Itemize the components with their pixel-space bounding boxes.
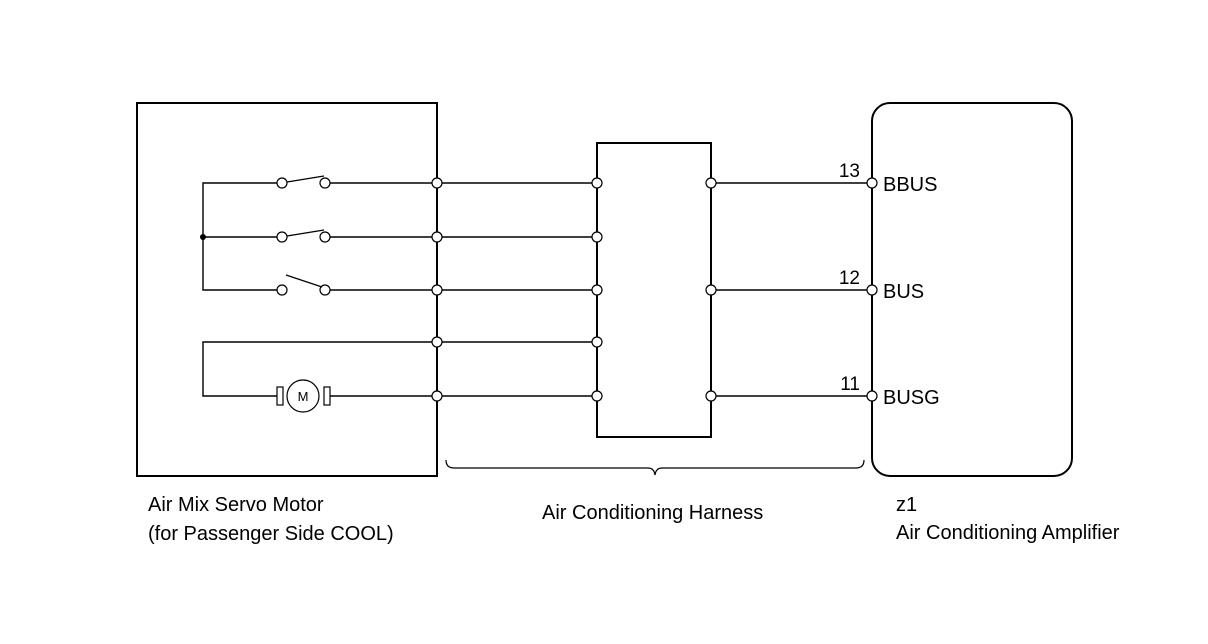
motor-symbol: M [286,379,320,413]
pin-name-bbus: BBUS [883,174,937,196]
pin-name-bus: BUS [883,281,924,303]
servo-motor-label-line2: (for Passenger Side COOL) [148,523,394,545]
switch-1 [276,175,433,189]
switch-common-bus [200,182,281,291]
amplifier-code-label: z1 [896,494,917,516]
servo-motor-label-line1: Air Mix Servo Motor [148,494,324,516]
amplifier-terminals [866,177,878,402]
harness-connector-box [596,142,712,438]
switch-3 [276,274,433,296]
pin-name-busg: BUSG [883,387,940,409]
motor-circuit [202,341,433,406]
amplifier-name-label: Air Conditioning Amplifier [896,522,1120,544]
switch-2 [276,229,433,243]
harness-left-terminals [591,177,603,402]
servo-to-harness-wires [442,182,592,397]
motor-symbol-label: M [298,389,309,404]
harness-label: Air Conditioning Harness [542,502,763,524]
pin-number-bus: 12 [839,268,860,289]
pin-number-bbus: 13 [839,161,860,182]
servo-connector-terminals [431,177,443,402]
harness-right-terminals [705,177,717,402]
pin-number-busg: 11 [840,374,860,395]
harness-to-amplifier-wires [716,182,867,397]
harness-brace [445,459,865,476]
